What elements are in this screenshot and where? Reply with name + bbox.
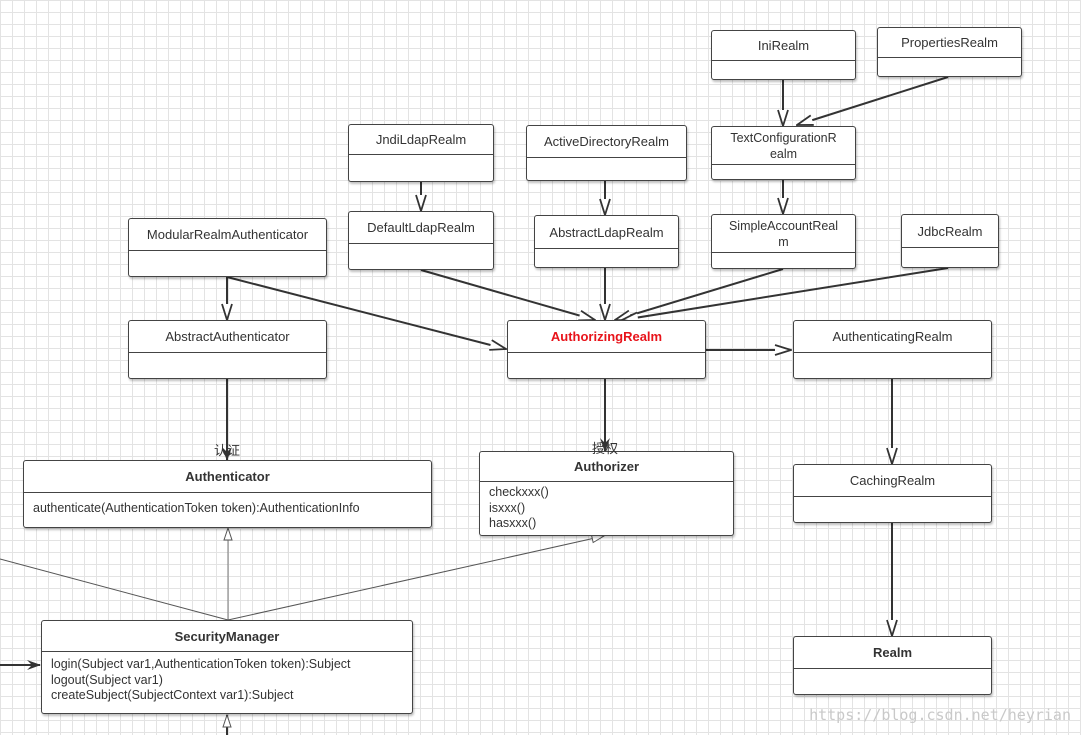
edge-simpleaccount-authorizing: [615, 268, 784, 320]
class-textconfigurationrealm-title: TextConfigurationR ealm: [712, 127, 855, 165]
class-authenticatingrealm-title: AuthenticatingRealm: [794, 321, 991, 353]
class-authenticator-title: Authenticator: [24, 461, 431, 493]
class-modularrealmauthenticator[interactable]: ModularRealmAuthenticator: [128, 218, 327, 277]
class-activedirectoryrealm[interactable]: ActiveDirectoryRealm: [526, 125, 687, 181]
class-realm[interactable]: Realm: [793, 636, 992, 695]
class-simpleaccountrealm-title: SimpleAccountReal m: [712, 215, 855, 253]
class-inirealm[interactable]: IniRealm: [711, 30, 856, 80]
watermark-text: https://blog.csdn.net/heyrian: [809, 706, 1071, 724]
class-securitymanager-title: SecurityManager: [42, 621, 412, 652]
class-authenticator[interactable]: Authenticator authenticate(Authenticatio…: [23, 460, 432, 528]
edge-modular-authorizing: [226, 276, 506, 349]
class-cachingrealm[interactable]: CachingRealm: [793, 464, 992, 523]
class-authorizingrealm[interactable]: AuthorizingRealm: [507, 320, 706, 379]
class-abstractldaprealm[interactable]: AbstractLdapRealm: [534, 215, 679, 268]
class-abstractauthenticator[interactable]: AbstractAuthenticator: [128, 320, 327, 379]
class-jndildaprealm[interactable]: JndiLdapRealm: [348, 124, 494, 182]
edge-secmgr-authorizer: [227, 536, 604, 621]
class-simpleaccountrealm[interactable]: SimpleAccountReal m: [711, 214, 856, 269]
edge-defaultldap-authorizing: [420, 269, 595, 320]
class-authenticatingrealm[interactable]: AuthenticatingRealm: [793, 320, 992, 379]
class-textconfigurationrealm[interactable]: TextConfigurationR ealm: [711, 126, 856, 180]
class-jndildaprealm-title: JndiLdapRealm: [349, 125, 493, 155]
label-authentication: 认证: [214, 443, 241, 458]
class-securitymanager[interactable]: SecurityManager login(Subject var1,Authe…: [41, 620, 413, 714]
class-defaultldaprealm-title: DefaultLdapRealm: [349, 212, 493, 244]
class-securitymanager-methods: login(Subject var1,AuthenticationToken t…: [51, 657, 351, 702]
label-authorization: 授权: [592, 441, 619, 456]
class-authorizer[interactable]: Authorizer checkxxx() isxxx() hasxxx(): [479, 451, 734, 536]
class-modularrealmauthenticator-title: ModularRealmAuthenticator: [129, 219, 326, 251]
class-authenticator-methods: authenticate(AuthenticationToken token):…: [33, 501, 360, 515]
edge-properties-textconfig: [797, 76, 949, 126]
class-abstractldaprealm-title: AbstractLdapRealm: [535, 216, 678, 249]
class-activedirectoryrealm-title: ActiveDirectoryRealm: [527, 126, 686, 158]
class-abstractauthenticator-title: AbstractAuthenticator: [129, 321, 326, 353]
class-inirealm-title: IniRealm: [712, 31, 855, 61]
class-jdbcrealm[interactable]: JdbcRealm: [901, 214, 999, 268]
class-propertiesrealm-title: PropertiesRealm: [878, 28, 1021, 58]
class-defaultldaprealm[interactable]: DefaultLdapRealm: [348, 211, 494, 270]
class-authorizingrealm-title: AuthorizingRealm: [508, 321, 705, 353]
class-cachingrealm-title: CachingRealm: [794, 465, 991, 497]
edge-jdbc-authorizing: [622, 267, 949, 320]
class-authorizer-methods: checkxxx() isxxx() hasxxx(): [489, 485, 549, 530]
class-realm-title: Realm: [794, 637, 991, 669]
edge-offscreen-secmgr: [0, 558, 229, 621]
class-jdbcrealm-title: JdbcRealm: [902, 215, 998, 248]
class-authorizer-title: Authorizer: [480, 452, 733, 482]
class-propertiesrealm[interactable]: PropertiesRealm: [877, 27, 1022, 77]
